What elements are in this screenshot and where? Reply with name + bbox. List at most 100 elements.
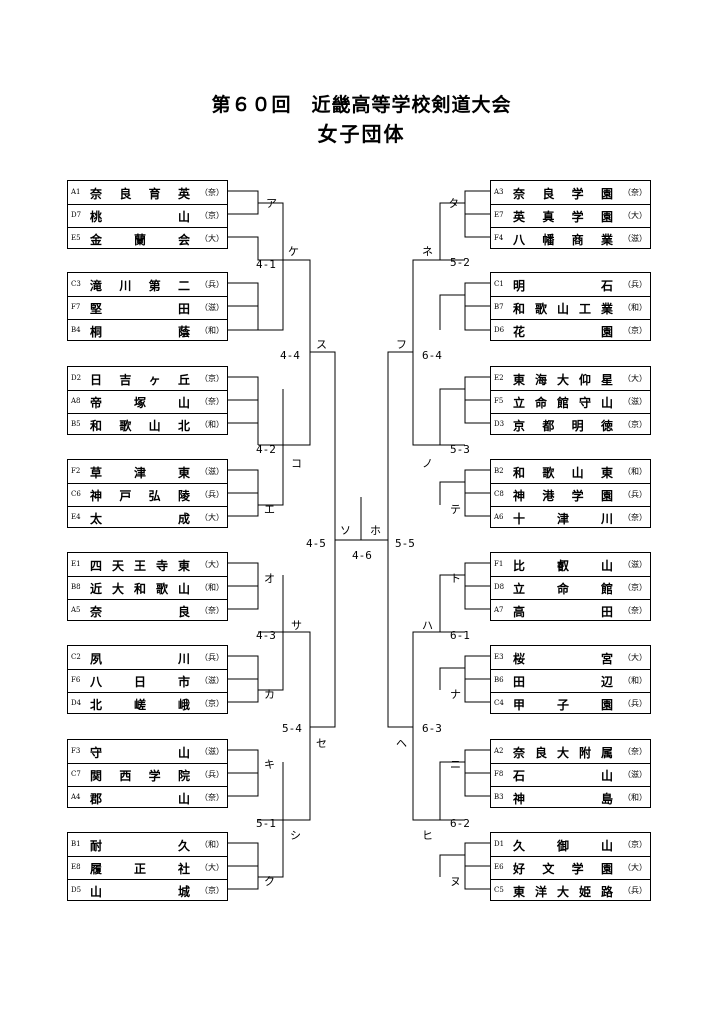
team-seed: A1	[71, 188, 81, 196]
team-prefecture: （大）	[623, 374, 647, 383]
team-name: 立 命 館	[513, 582, 613, 596]
team-seed: C4	[494, 699, 504, 707]
score-se: 5-4	[282, 722, 302, 735]
match-label-nu: ヌ	[450, 875, 461, 888]
team-prefecture: （京）	[200, 886, 224, 895]
match-label-ni: ニ	[450, 758, 461, 771]
match-label-to: ト	[450, 572, 461, 585]
team-seed: D6	[494, 326, 505, 334]
row-divider	[491, 879, 650, 880]
team-name: 履 正 社	[90, 862, 190, 876]
team-seed: A8	[71, 397, 81, 405]
team-seed: A6	[494, 513, 504, 521]
row-divider	[68, 856, 227, 857]
team-seed: E8	[71, 863, 81, 871]
bracket-line	[464, 282, 490, 307]
bracket-line	[464, 562, 490, 587]
team-seed: B4	[71, 326, 81, 334]
team-name: 英真学園	[513, 210, 613, 224]
row-divider	[491, 692, 650, 693]
team-prefecture: （兵）	[623, 280, 647, 289]
team-name: 和歌山工業	[513, 302, 613, 316]
team-name: 奈良育英	[90, 187, 190, 201]
match-label-ke: ケ	[288, 245, 299, 258]
score-ko: 4-2	[256, 443, 276, 456]
bracket-line	[464, 586, 490, 610]
team-name: 桐 蔭	[90, 325, 190, 339]
team-prefecture: （和）	[200, 840, 224, 849]
team-name: 奈 良	[90, 605, 190, 619]
match-label-he: ヘ	[396, 737, 407, 750]
team-seed: D4	[71, 699, 82, 707]
team-seed: E3	[494, 653, 504, 661]
team-prefecture: （大）	[200, 234, 224, 243]
team-seed: D3	[494, 420, 505, 428]
match-label-se: セ	[316, 737, 327, 750]
team-seed: B1	[71, 840, 81, 848]
bracket-line	[464, 866, 490, 890]
bracket-line	[439, 202, 465, 261]
team-seed: E4	[71, 513, 81, 521]
row-divider	[491, 786, 650, 787]
team-prefecture: （奈）	[623, 747, 647, 756]
team-seed: A7	[494, 606, 504, 614]
team-prefecture: （和）	[623, 467, 647, 476]
bracket-line	[258, 445, 284, 506]
team-name: 太 成	[90, 512, 190, 526]
team-name: 耐 久	[90, 839, 190, 853]
team-name: 郡 山	[90, 792, 190, 806]
team-prefecture: （京）	[623, 420, 647, 429]
team-name: 京都明徳	[513, 419, 613, 433]
bracket-line	[439, 294, 465, 330]
team-name: 東洋大姫路	[513, 885, 613, 899]
team-name: 神港学園	[513, 489, 613, 503]
row-divider	[68, 669, 227, 670]
team-prefecture: （兵）	[200, 770, 224, 779]
bracket-line	[464, 306, 490, 331]
team-seed: C8	[494, 490, 504, 498]
team-prefecture: （滋）	[200, 467, 224, 476]
team-prefecture: （和）	[623, 793, 647, 802]
row-divider	[68, 763, 227, 764]
team-name: 比 叡 山	[513, 559, 613, 573]
bracket-line	[228, 306, 259, 331]
score-fu: 6-4	[422, 349, 442, 362]
match-label-sa: サ	[291, 619, 302, 632]
bracket-line	[412, 631, 440, 821]
row-divider	[68, 413, 227, 414]
team-seed: E1	[71, 560, 81, 568]
score-sa: 4-3	[256, 629, 276, 642]
match-label-hi: ヒ	[422, 829, 433, 842]
team-seed: A3	[494, 188, 504, 196]
team-name: 東海大仰星	[513, 373, 613, 387]
row-divider	[491, 483, 650, 484]
team-prefecture: （奈）	[200, 606, 224, 615]
team-name: 好文学園	[513, 862, 613, 876]
bracket-line	[464, 749, 490, 774]
match-label-ka: カ	[264, 688, 275, 701]
match-label-shi: シ	[290, 829, 301, 842]
match-label-so: ソ	[340, 524, 351, 537]
match-label-a: ア	[266, 197, 277, 210]
team-name: 金 蘭 会	[90, 233, 190, 247]
